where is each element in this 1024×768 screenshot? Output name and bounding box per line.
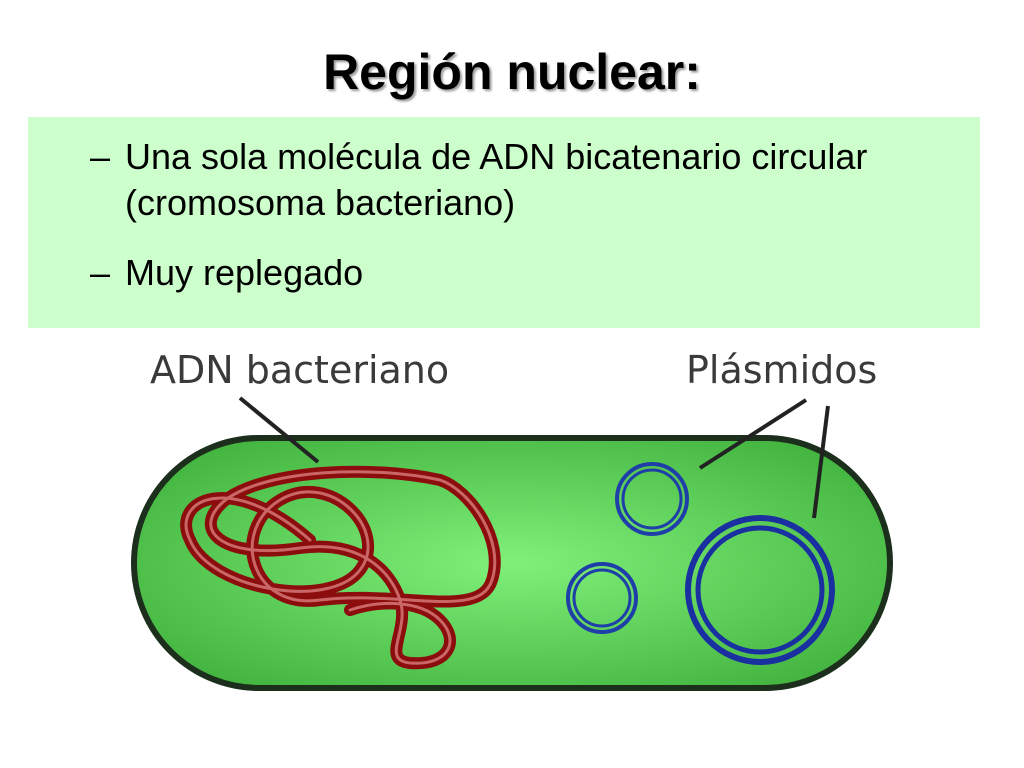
plasmid-pointer-line — [698, 398, 808, 470]
dna-label: ADN bacteriano — [150, 348, 449, 392]
bullet-item: – Una sola molécula de ADN bicatenario c… — [90, 134, 970, 234]
plasmid — [566, 562, 638, 634]
bullet-dash: – — [90, 252, 111, 293]
bullet-text: Una sola molécula de ADN bicatenario cir… — [125, 136, 868, 223]
plasmid — [615, 462, 689, 536]
bullet-dash: – — [90, 136, 111, 177]
bacterium-diagram: ADN bacteriano Plásmidos — [131, 348, 893, 691]
bacterial-dna — [180, 465, 501, 670]
bullet-item: – Muy replegado — [90, 250, 970, 300]
cell-body — [131, 435, 893, 691]
bullet-box: – Una sola molécula de ADN bicatenario c… — [28, 117, 980, 328]
slide-title: Región nuclear: — [323, 44, 701, 100]
bullet-text: Muy replegado — [125, 252, 364, 293]
plasmids-label: Plásmidos — [686, 348, 877, 392]
plasmid — [685, 515, 835, 665]
plasmid-pointer-line — [812, 405, 830, 519]
dna-pointer-line — [238, 396, 320, 464]
